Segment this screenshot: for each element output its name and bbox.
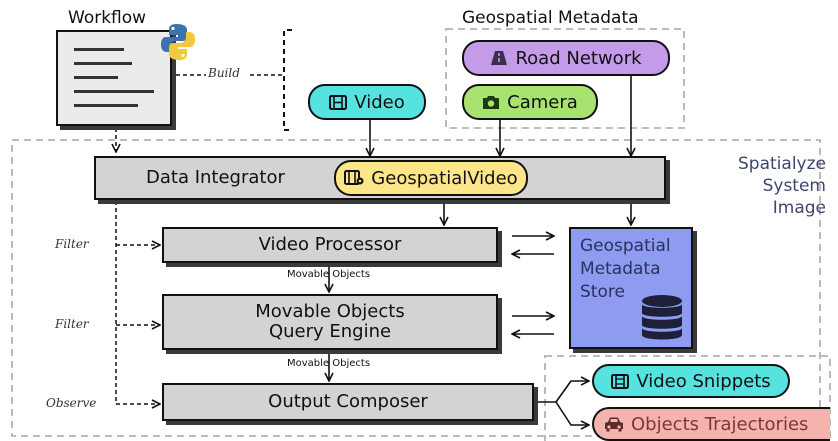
output-composer-box: Output Composer	[162, 383, 534, 421]
query-engine-line1: Movable Objects	[255, 301, 405, 322]
geospatial-video-pill: GeospatialVideo	[334, 160, 528, 196]
geospatial-video-label: GeospatialVideo	[371, 167, 518, 189]
car-icon	[604, 416, 624, 432]
movable-objects-label-1: Movable Objects	[287, 269, 371, 280]
output-composer-label: Output Composer	[268, 391, 428, 412]
system-label-line2: System	[762, 176, 826, 196]
video-label: Video	[354, 91, 405, 113]
camera-icon	[482, 95, 500, 110]
road-network-label: Road Network	[515, 47, 642, 69]
observe-label: Observe	[46, 396, 97, 410]
workflow-document-icon	[56, 30, 172, 126]
store-label-line3: Store	[580, 282, 625, 302]
store-label-line1: Geospatial	[580, 236, 671, 256]
filter-label-2: Filter	[55, 317, 89, 331]
video-pill: Video	[308, 84, 426, 120]
store-label-line2: Metadata	[580, 259, 661, 279]
film-icon	[329, 94, 348, 110]
python-logo-icon	[160, 22, 196, 62]
system-label: Spatialyze System Image	[738, 153, 826, 219]
database-icon	[640, 294, 684, 342]
geo-metadata-title: Geospatial Metadata	[462, 8, 639, 28]
road-icon	[490, 50, 508, 66]
system-label-line3: Image	[772, 198, 826, 218]
outputs-region	[544, 355, 831, 441]
metadata-store-box: Geospatial Metadata Store	[569, 227, 693, 349]
objects-trajectories-pill: Objects Trajectories	[592, 407, 830, 441]
video-snippets-label: Video Snippets	[636, 370, 771, 392]
workflow-title: Workflow	[68, 8, 147, 28]
camera-label: Camera	[507, 91, 578, 113]
movable-objects-label-2: Movable Objects	[287, 358, 371, 369]
query-engine-line2: Query Engine	[268, 321, 392, 342]
geo-metadata-region	[445, 28, 685, 129]
build-bracket	[283, 29, 292, 131]
filter-label-1: Filter	[55, 237, 89, 251]
road-network-pill: Road Network	[462, 40, 670, 76]
camera-pill: Camera	[462, 84, 598, 120]
film-strip-icon	[611, 373, 630, 389]
data-integrator-label: Data Integrator	[146, 167, 285, 188]
video-snippets-pill: Video Snippets	[592, 364, 790, 398]
video-processor-label: Video Processor	[258, 234, 402, 255]
objects-trajectories-label: Objects Trajectories	[631, 413, 809, 435]
video-processor-box: Video Processor	[162, 227, 498, 263]
system-label-line1: Spatialyze	[738, 154, 826, 174]
query-engine-box: Movable Objects Query Engine	[162, 294, 498, 350]
build-label: Build	[208, 66, 240, 80]
film-geo-icon	[344, 170, 364, 186]
